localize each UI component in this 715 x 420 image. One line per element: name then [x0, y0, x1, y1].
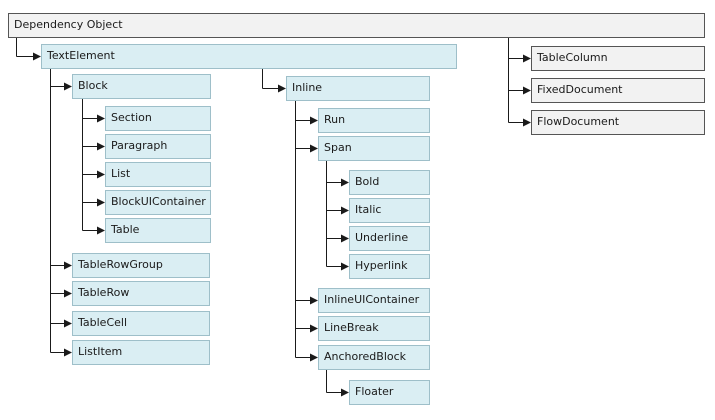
link-inline-children-arrowhead	[310, 324, 318, 333]
link-block-children-arrowhead	[97, 226, 105, 235]
node-table-column: TableColumn	[531, 46, 705, 71]
node-fixed-document: FixedDocument	[531, 78, 705, 103]
link-anchored-block-floater-arrowhead	[341, 388, 349, 397]
node-table: Table	[105, 218, 211, 243]
node-table-row: TableRow	[72, 281, 210, 306]
node-bold: Bold	[349, 170, 430, 195]
link-dependency-object-documents-arrowhead	[523, 118, 531, 127]
node-anchored-block: AnchoredBlock	[318, 345, 430, 370]
link-block-children-arrowhead	[97, 170, 105, 179]
link-text-element-block-group-arrowhead	[64, 261, 72, 270]
link-text-element-block-group-arrowhead	[64, 348, 72, 357]
link-span-children-arrowhead	[341, 178, 349, 187]
link-dependency-object-documents-arrowhead	[523, 54, 531, 63]
link-inline-children-arrowhead	[310, 296, 318, 305]
node-inline: Inline	[286, 76, 430, 101]
node-flow-document: FlowDocument	[531, 110, 705, 135]
node-text-element: TextElement	[41, 44, 457, 69]
node-floater: Floater	[349, 380, 430, 405]
link-inline-children-arrowhead	[310, 144, 318, 153]
node-inline-ui-container: InlineUIContainer	[318, 288, 430, 313]
link-inline-children-arrowhead	[310, 116, 318, 125]
link-span-children-arrowhead	[341, 206, 349, 215]
node-italic: Italic	[349, 198, 430, 223]
node-section: Section	[105, 106, 211, 131]
node-list: List	[105, 162, 211, 187]
link-inline-children-arrowhead	[310, 353, 318, 362]
node-table-cell: TableCell	[72, 311, 210, 336]
link-block-children-arrowhead	[97, 114, 105, 123]
link-text-element-block-group-arrowhead	[64, 289, 72, 298]
link-text-element-inline-arrowhead	[278, 84, 286, 93]
link-text-element-block-group-arrowhead	[64, 319, 72, 328]
node-block-ui-container: BlockUIContainer	[105, 190, 211, 215]
node-line-break: LineBreak	[318, 316, 430, 341]
node-span: Span	[318, 136, 430, 161]
node-underline: Underline	[349, 226, 430, 251]
node-block: Block	[72, 74, 211, 99]
node-list-item: ListItem	[72, 340, 210, 365]
node-paragraph: Paragraph	[105, 134, 211, 159]
node-hyperlink: Hyperlink	[349, 254, 430, 279]
link-dependency-object-text-element-arrowhead	[33, 52, 41, 61]
link-block-children-arrowhead	[97, 142, 105, 151]
link-span-children-arrowhead	[341, 262, 349, 271]
link-block-children-arrowhead	[97, 198, 105, 207]
node-dependency-object: Dependency Object	[8, 13, 705, 38]
node-table-row-group: TableRowGroup	[72, 253, 210, 278]
link-dependency-object-documents-arrowhead	[523, 86, 531, 95]
link-text-element-block-group-arrowhead	[64, 82, 72, 91]
node-run: Run	[318, 108, 430, 133]
link-span-children-arrowhead	[341, 234, 349, 243]
